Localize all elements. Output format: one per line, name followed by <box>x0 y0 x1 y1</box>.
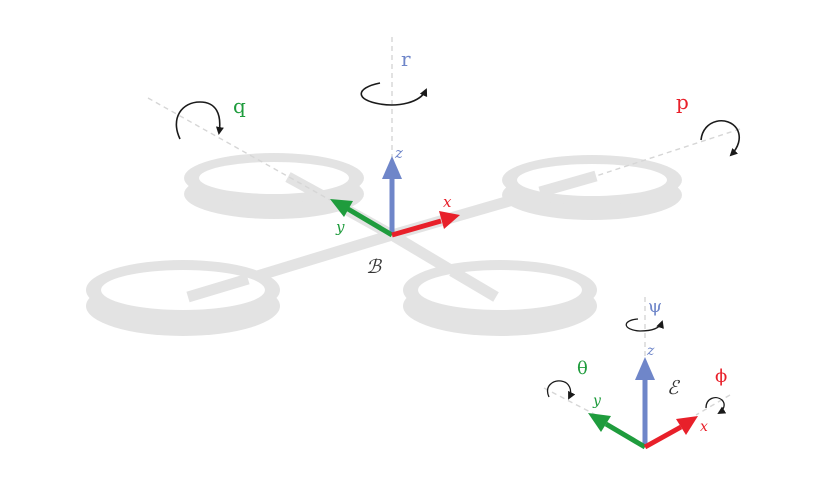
earth-z-label: z <box>646 343 655 359</box>
body-roll-guide <box>595 128 741 177</box>
rotor-back-right <box>502 155 682 220</box>
arm-stub-back-right <box>538 170 598 198</box>
arm-stub-front-left <box>186 273 250 303</box>
earth-x-label: x <box>700 419 708 435</box>
body-x-arrowhead <box>439 211 460 229</box>
earth-x-arrowhead <box>676 416 698 435</box>
body-x-axis <box>391 218 442 238</box>
earth-pitch-guide <box>543 387 597 416</box>
body-pitch-rotation-arrow <box>175 101 224 140</box>
rotor-back-left <box>184 153 364 219</box>
earth-z-arrowhead <box>635 357 655 380</box>
body-y-arrowhead <box>330 199 353 217</box>
body-pitch-guide <box>147 97 331 201</box>
body-z-label: z <box>394 144 403 162</box>
arm-stub-front-right <box>449 266 499 302</box>
earth-guides <box>543 297 731 416</box>
body-roll-rotation-arrow <box>700 119 740 157</box>
quadrotor-frame <box>86 153 682 336</box>
earth-frame-label: ℰ <box>667 377 681 399</box>
rotor-front-left <box>86 260 280 336</box>
earth-yaw-label: ψ <box>648 296 662 317</box>
body-z-arrowhead <box>382 156 402 179</box>
earth-axes <box>588 357 698 450</box>
earth-y-axis <box>604 421 647 450</box>
body-y-label: y <box>335 218 345 236</box>
body-yaw-rotation-arrow <box>360 82 428 106</box>
body-frame-label: ℬ <box>366 256 383 278</box>
earth-y-arrowhead <box>588 413 611 432</box>
earth-yaw-rotation-arrow <box>625 318 664 332</box>
earth-roll-label: ϕ <box>715 366 727 387</box>
earth-pitch-rotation-arrow <box>546 380 576 400</box>
body-axes <box>330 156 460 238</box>
earth-pitch-label: θ <box>577 358 588 379</box>
body-guides <box>147 37 741 201</box>
earth-roll-guide <box>695 394 731 416</box>
body-roll-label: p <box>676 90 689 114</box>
body-yaw-label: r <box>401 47 411 71</box>
earth-roll-rotation-arrow <box>705 397 727 415</box>
body-pitch-label: q <box>233 94 246 118</box>
body-x-label: x <box>443 193 452 211</box>
rotor-front-right <box>403 260 597 336</box>
earth-x-axis <box>643 424 683 450</box>
earth-y-label: y <box>592 393 602 409</box>
body-y-axis <box>346 206 394 238</box>
